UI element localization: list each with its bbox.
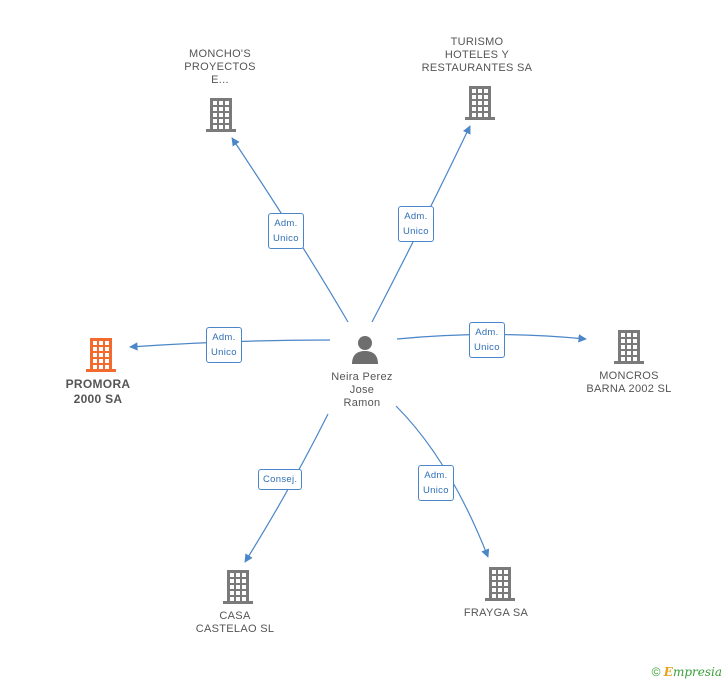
role-badge-monchos[interactable]: Adm. Unico — [268, 213, 304, 249]
building-icon — [206, 98, 236, 137]
brand-logo: Empresia — [663, 665, 722, 679]
building-icon — [465, 86, 495, 125]
company-label: TURISMO HOTELES Y RESTAURANTES SA — [421, 36, 533, 74]
company-label: MONCHO'S PROYECTOS E... — [184, 48, 256, 86]
role-badge-moncros[interactable]: Adm. Unico — [469, 322, 505, 358]
role-badge-frayga[interactable]: Adm. Unico — [418, 465, 454, 501]
center-person-label[interactable]: Neira Perez Jose Ramon — [331, 371, 393, 409]
role-badge-turismo[interactable]: Adm. Unico — [398, 206, 434, 242]
building-icon — [223, 570, 253, 609]
building-icon — [485, 567, 515, 606]
copyright-symbol: © — [651, 665, 661, 679]
company-label: PROMORA 2000 SA — [65, 377, 131, 406]
footer-brand: © Empresia — [652, 665, 722, 679]
company-label: CASA CASTELAO SL — [195, 610, 275, 635]
person-icon — [352, 336, 378, 364]
building-icon — [86, 338, 116, 377]
role-badge-promora[interactable]: Adm. Unico — [206, 327, 242, 363]
company-label: MONCROS BARNA 2002 SL — [586, 370, 672, 395]
company-label: FRAYGA SA — [463, 607, 529, 619]
role-badge-casa[interactable]: Consej. — [258, 469, 303, 490]
building-icon — [614, 330, 644, 369]
